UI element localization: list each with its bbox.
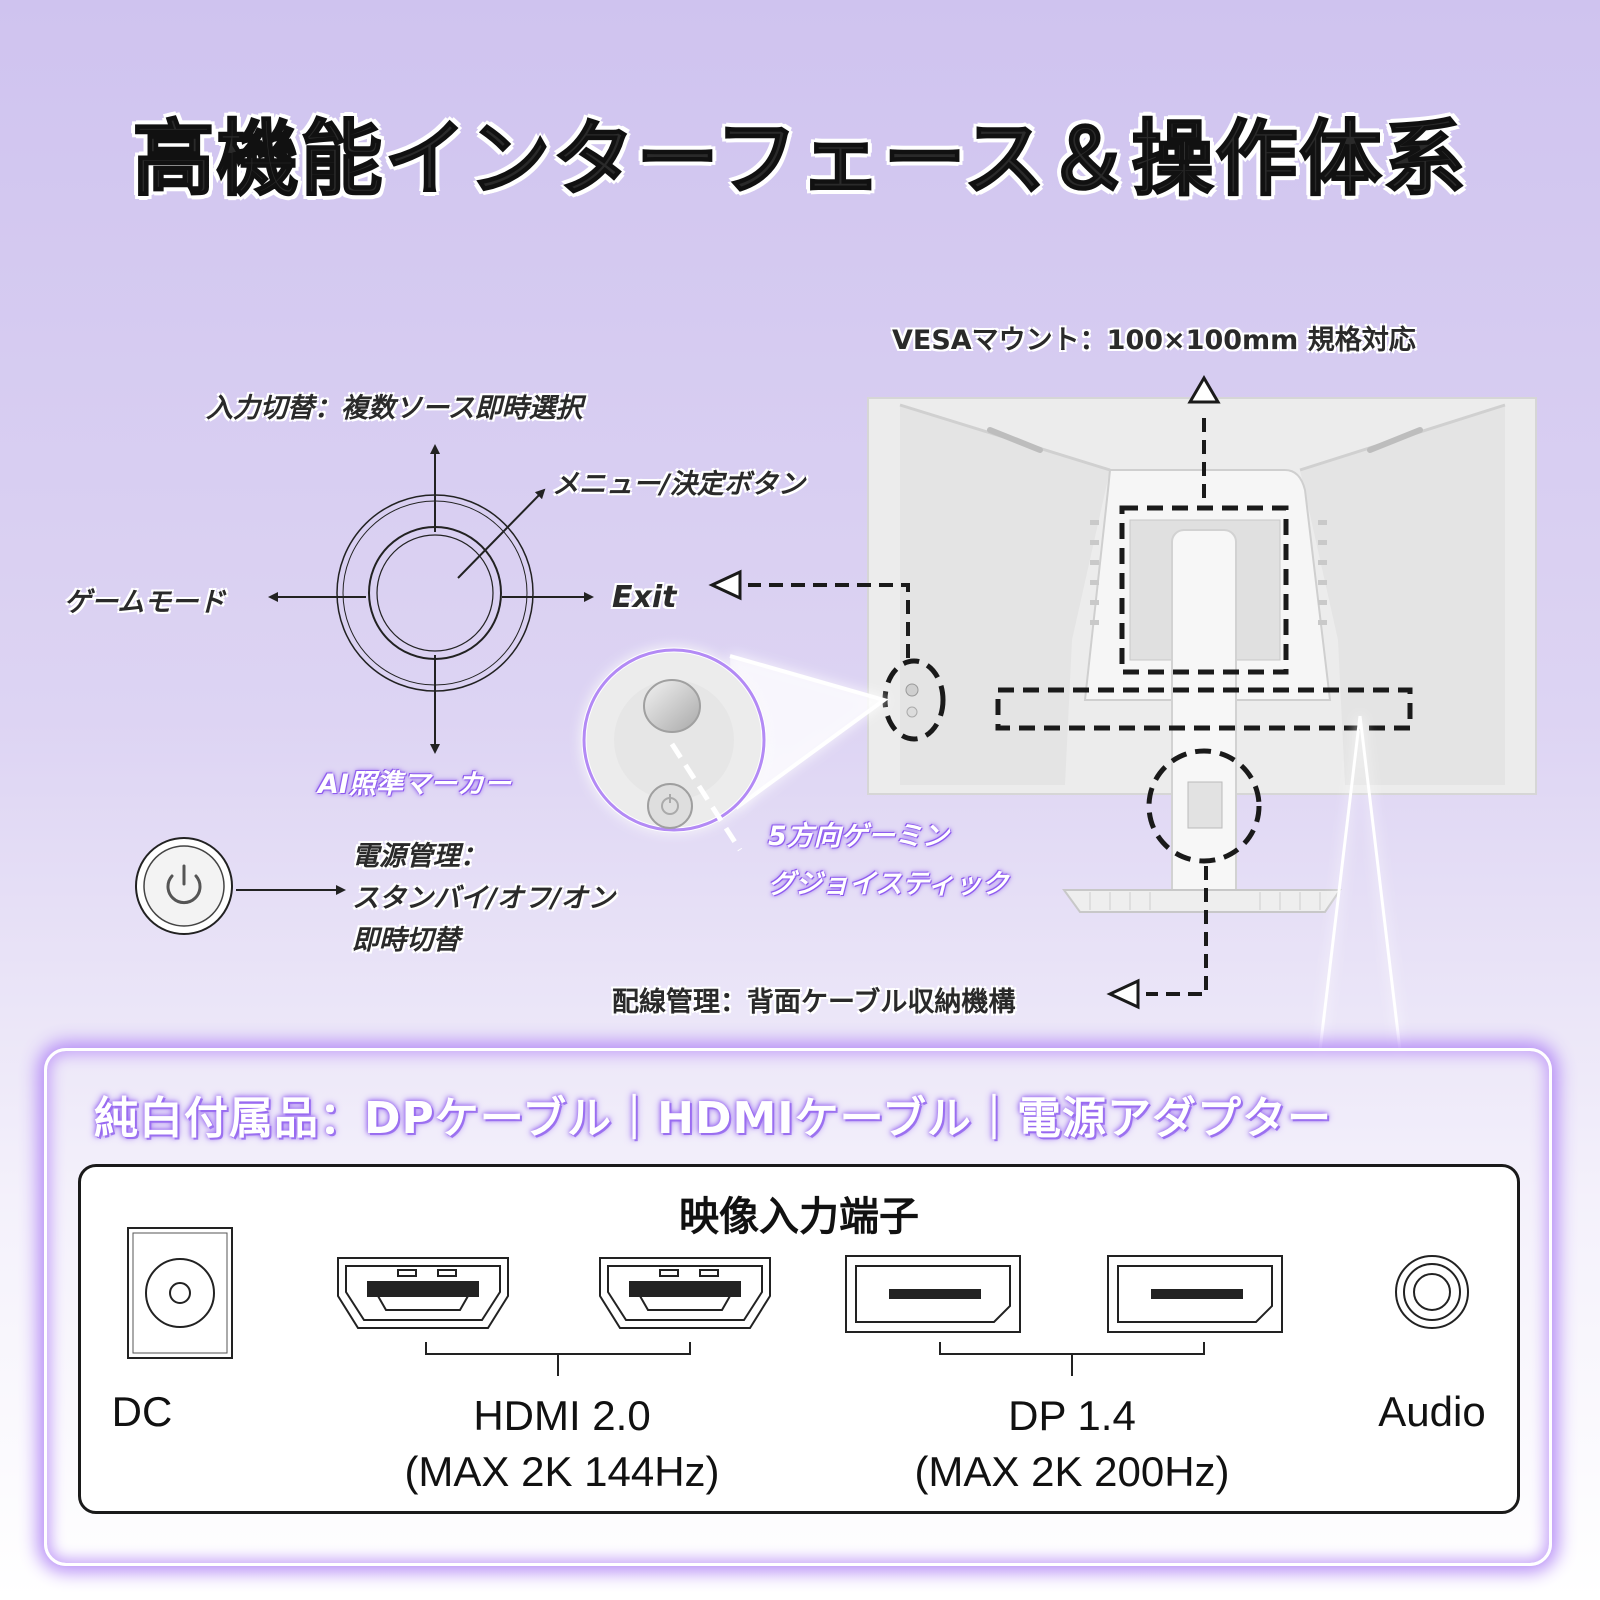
power-label-line-2: スタンバイ/オフ/オン xyxy=(352,883,615,914)
joystick-up-label: 入力切替：複数ソース即時選択 xyxy=(206,393,583,424)
accessories-frame xyxy=(44,1048,1552,1566)
accessories-text: 純白付属品：DPケーブル｜HDMIケーブル｜電源アダプター xyxy=(94,1093,1332,1144)
joystick-down-label: AI照準マーカー xyxy=(318,769,511,800)
power-label-line-1: 電源管理： xyxy=(352,841,487,872)
stick-caption-line-1: 5方向ゲーミン xyxy=(768,821,949,852)
vesa-arrow xyxy=(1187,375,1221,498)
page-title: 高機能インターフェース＆操作体系 xyxy=(132,110,1468,208)
joystick-diagram xyxy=(268,444,594,754)
stick-caption-line-2: グジョイスティック xyxy=(768,869,1009,900)
vesa-label: VESAマウント：100×100mm 規格対応 xyxy=(892,325,1416,356)
hdmi-port-icon-2 xyxy=(599,1257,771,1329)
dc-label: DC xyxy=(111,1388,173,1435)
dp-bracket xyxy=(939,1342,1205,1376)
power-button-diagram xyxy=(135,837,346,935)
hdmi-label: HDMI 2.0 xyxy=(473,1392,651,1439)
dp-spec-label: (MAX 2K 200Hz) xyxy=(914,1448,1230,1495)
ports-panel xyxy=(78,1164,1520,1514)
dp-label: DP 1.4 xyxy=(1008,1392,1136,1439)
dp-port-icon-1 xyxy=(845,1255,1021,1333)
power-label-line-3: 即時切替 xyxy=(352,925,460,956)
dc-port-icon xyxy=(127,1227,233,1359)
port-callout-lines xyxy=(1318,715,1402,1051)
hdmi-port-icon-1 xyxy=(337,1257,509,1329)
joystick-left-label: ゲームモード xyxy=(64,587,226,618)
ports-title: 映像入力端子 xyxy=(679,1194,919,1240)
joystick-zoom xyxy=(581,647,889,852)
joystick-center-label: メニュー/決定ボタン xyxy=(552,469,805,500)
joystick-right-label: Exit xyxy=(612,580,677,615)
hdmi-bracket xyxy=(425,1342,691,1376)
audio-label: Audio xyxy=(1378,1388,1486,1435)
dp-port-icon-2 xyxy=(1107,1255,1283,1333)
hdmi-spec-label: (MAX 2K 144Hz) xyxy=(404,1448,720,1495)
cable-arrow xyxy=(1106,866,1208,1010)
audio-port-icon xyxy=(1395,1255,1469,1329)
joystick-callout-arrow xyxy=(708,569,910,658)
cable-management-label: 配線管理：背面ケーブル収納機構 xyxy=(612,987,1016,1018)
